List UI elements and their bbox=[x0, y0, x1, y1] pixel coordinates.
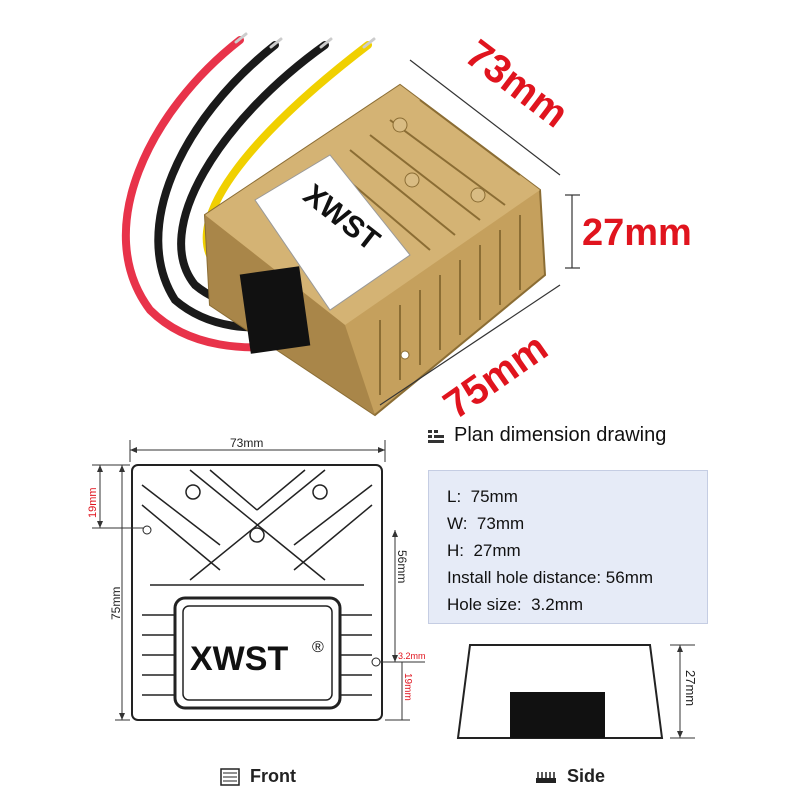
front-length-label: 75mm bbox=[109, 587, 123, 620]
front-hole-offset-top: 19mm bbox=[87, 487, 99, 518]
converter-housing: XWST bbox=[203, 83, 547, 417]
front-view-icon bbox=[220, 767, 240, 786]
front-width-label: 73mm bbox=[230, 436, 263, 450]
product-photo: XWST 73mm 27mm 75mm bbox=[121, 32, 692, 428]
front-caption: Front bbox=[220, 766, 296, 787]
plan-title-text: Plan dimension drawing bbox=[454, 424, 667, 446]
spec-hole-distance: Install hole distance: 56mm bbox=[447, 568, 654, 587]
side-caption: Side bbox=[535, 766, 605, 787]
spec-panel: L: 75mm W: 73mm H: 27mm Install hole dis… bbox=[428, 470, 708, 624]
front-hole-offset-bottom: 19mm bbox=[402, 673, 413, 701]
front-drawing: 73mm XWST ® 19mm 75mm 56mm 3.2mm 19 bbox=[87, 436, 426, 721]
side-height-label: 27mm bbox=[683, 670, 698, 706]
grid-icon bbox=[428, 429, 444, 443]
wire-red bbox=[121, 36, 289, 352]
side-view-icon bbox=[536, 771, 556, 783]
photo-width-label: 73mm bbox=[457, 32, 576, 137]
side-drawing: 27mm bbox=[456, 644, 698, 739]
brand-label bbox=[254, 154, 411, 311]
front-label-text: XWST bbox=[190, 640, 288, 678]
spec-hole-size: Hole size: 3.2mm bbox=[447, 595, 584, 614]
side-connector bbox=[510, 692, 605, 738]
front-label-mark: ® bbox=[312, 639, 324, 656]
photo-height-label: 27mm bbox=[582, 212, 692, 254]
front-label-box bbox=[173, 596, 342, 710]
front-hole-distance: 56mm bbox=[395, 550, 409, 583]
side-caption-text: Side bbox=[567, 766, 606, 786]
plan-title: Plan dimension drawing bbox=[428, 424, 666, 447]
wire-connector bbox=[239, 266, 311, 354]
front-hole-size: 3.2mm bbox=[398, 651, 426, 661]
spec-height: H: 27mm bbox=[447, 541, 521, 560]
spec-width: W: 73mm bbox=[447, 514, 525, 533]
spec-length: L: 75mm bbox=[447, 487, 518, 506]
front-caption-text: Front bbox=[250, 766, 296, 786]
